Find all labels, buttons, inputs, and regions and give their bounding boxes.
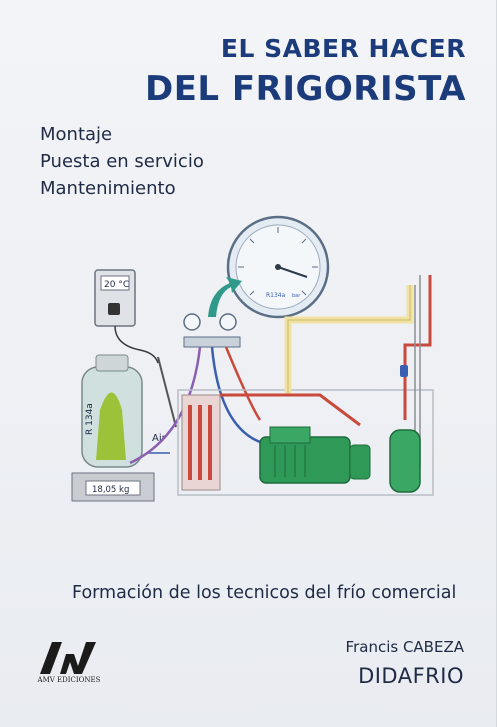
thermostat-icon: 20 °C	[94, 269, 177, 428]
manifold-gauge-icon	[183, 313, 241, 348]
compressor-icon	[259, 426, 371, 484]
publisher-logo-icon	[40, 642, 96, 674]
subtitle-mantenimiento: Mantenimiento	[40, 178, 176, 199]
gauge-unit-label: bar	[292, 293, 301, 299]
title-line-2: DEL FRIGORISTA	[144, 69, 466, 109]
pressure-gauge-icon: R134a bar	[226, 215, 330, 319]
title-line-1: EL SABER HACER	[220, 34, 466, 63]
subtitle-puesta-en-servicio: Puesta en servicio	[40, 151, 204, 172]
cylinder-label: R 134a	[85, 403, 95, 435]
air-label: Air	[152, 433, 167, 444]
receiver-tank-icon	[389, 429, 421, 493]
arrow-icon	[208, 277, 242, 317]
gauge-refrigerant-label: R134a	[266, 292, 286, 299]
author-name: Francis CABEZA	[345, 638, 464, 656]
scale-reading: 18,05 kg	[92, 485, 129, 495]
condenser-icon	[181, 394, 221, 491]
logo-text: AMV EDICIONES	[37, 676, 101, 684]
refrigeration-diagram: R134a bar 20 °C R 134a 18,05 kg Air	[71, 215, 434, 502]
scale-icon: 18,05 kg	[71, 472, 155, 502]
refrigerant-cylinder-icon: R 134a	[81, 354, 143, 468]
thermostat-reading: 20 °C	[104, 280, 129, 290]
publisher-name: DIDAFRIO	[358, 664, 464, 688]
subtitle-montaje: Montaje	[40, 124, 113, 145]
filter-icon	[400, 365, 408, 377]
tagline: Formación de los tecnicos del frío comer…	[72, 583, 457, 603]
subtitle-list: Montaje Puesta en servicio Mantenimiento	[40, 121, 204, 202]
